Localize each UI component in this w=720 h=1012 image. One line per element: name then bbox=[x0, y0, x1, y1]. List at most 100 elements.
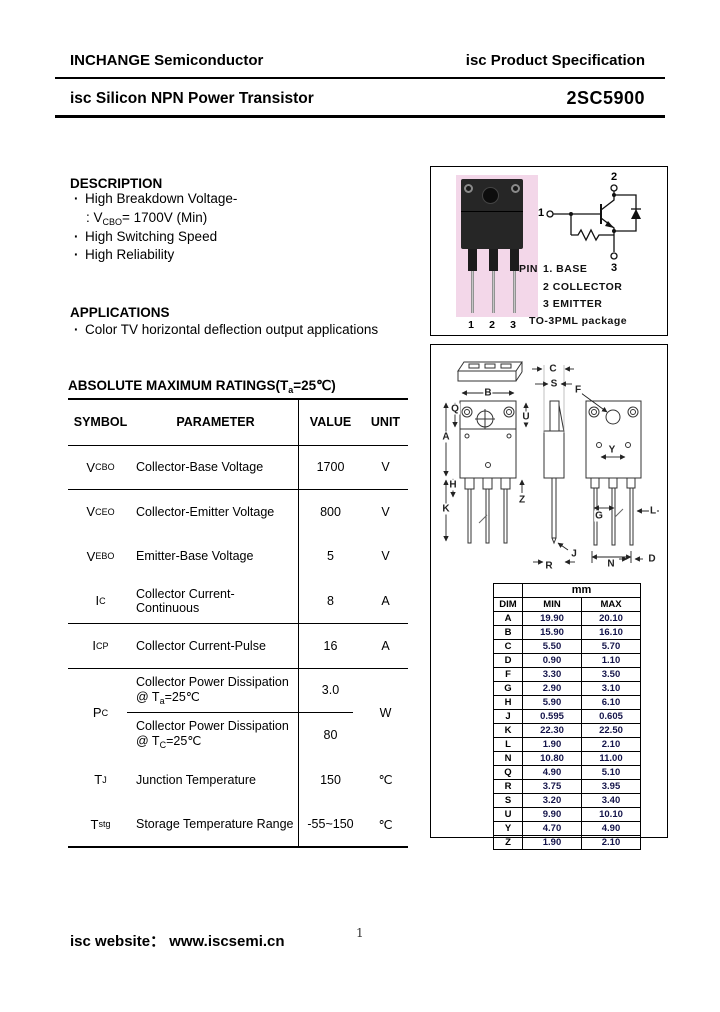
dim-max-value: 11.00 bbox=[581, 751, 641, 766]
rating-value: -55~150 bbox=[307, 817, 354, 831]
dim-row: N 10.80 11.00 bbox=[493, 751, 641, 766]
dim-min-value: 2.90 bbox=[522, 681, 582, 696]
lead-stub bbox=[489, 249, 498, 271]
page-number: 1 bbox=[356, 926, 364, 940]
dim-row: Y 4.70 4.90 bbox=[493, 821, 641, 836]
rating-parameter: Junction Temperature bbox=[136, 772, 256, 787]
dim-max-value: 5.70 bbox=[581, 639, 641, 654]
dim-max-value: 3.40 bbox=[581, 793, 641, 808]
dim-min-value: 3.20 bbox=[522, 793, 582, 808]
dim-col-header: DIM bbox=[493, 597, 523, 612]
applications-heading: APPLICATIONS bbox=[70, 305, 170, 320]
dim-min-value: 4.70 bbox=[522, 821, 582, 836]
lead-wire bbox=[471, 271, 474, 313]
rating-unit: W bbox=[379, 705, 392, 720]
dim-label-Q: Q bbox=[450, 403, 460, 415]
table-line bbox=[68, 445, 408, 446]
dimension-table: mm DIM MIN MAX A 19.90 20.10 bbox=[493, 583, 641, 850]
parameter-line1: Collector Power Dissipation bbox=[136, 719, 289, 733]
dim-min-value: 19.90 bbox=[522, 611, 582, 626]
dim-row: U 9.90 10.10 bbox=[493, 807, 641, 822]
dim-label-G: G bbox=[594, 510, 604, 522]
pin-legend-label: PIN bbox=[519, 263, 539, 275]
description-item: : VCBO= 1700V (Min) bbox=[86, 210, 207, 227]
dim-min-value: 1.90 bbox=[522, 835, 582, 850]
rating-value: 5 bbox=[327, 549, 334, 563]
dim-letter: K bbox=[493, 723, 523, 738]
dim-max-value: 6.10 bbox=[581, 695, 641, 710]
pin1-description: 1. BASE bbox=[543, 263, 588, 275]
dim-label-K: K bbox=[441, 503, 451, 515]
bullet-icon: · bbox=[74, 247, 79, 262]
dim-row: A 19.90 20.10 bbox=[493, 611, 641, 626]
dim-unit-header: mm bbox=[522, 583, 641, 598]
header-divider bbox=[55, 77, 665, 79]
dim-min-value: 0.595 bbox=[522, 709, 582, 724]
lead-stub bbox=[468, 249, 477, 271]
pin3-description: 3 EMITTER bbox=[543, 298, 603, 310]
symbol-base: I bbox=[95, 593, 100, 608]
dim-unit-row: mm bbox=[493, 583, 641, 598]
dim-min-value: 22.30 bbox=[522, 723, 582, 738]
dim-max-value: 20.10 bbox=[581, 611, 641, 626]
dim-min-value: 5.90 bbox=[522, 695, 582, 710]
table-line-partial bbox=[127, 712, 353, 713]
photo-pin-number: 2 bbox=[489, 319, 495, 331]
description-text: = 1700V (Min) bbox=[122, 210, 208, 225]
dim-min-value: 1.90 bbox=[522, 737, 582, 752]
dim-max-value: 1.10 bbox=[581, 653, 641, 668]
rating-unit: ℃ bbox=[378, 773, 393, 787]
rating-parameter: Collector-Emitter Voltage bbox=[136, 504, 275, 519]
website-footer: isc website： www.iscsemi.cn bbox=[70, 930, 285, 951]
dim-row: H 5.90 6.10 bbox=[493, 695, 641, 710]
circuit-base-label: 1 bbox=[537, 207, 545, 219]
screw-hole-icon bbox=[511, 184, 520, 193]
dim-max-value: 16.10 bbox=[581, 625, 641, 640]
lead-wire bbox=[513, 271, 516, 313]
dim-letter: H bbox=[493, 695, 523, 710]
dim-letter: F bbox=[493, 667, 523, 682]
dim-max-value: 0.605 bbox=[581, 709, 641, 724]
rating-parameter: Collector Power Dissipation @ TC=25℃ bbox=[133, 712, 298, 757]
dim-min-value: 3.30 bbox=[522, 667, 582, 682]
dim-row: D 0.90 1.10 bbox=[493, 653, 641, 668]
dim-letter: Z bbox=[493, 835, 523, 850]
dim-letter: A bbox=[493, 611, 523, 626]
dim-max-value: 2.10 bbox=[581, 835, 641, 850]
dim-label-A: A bbox=[441, 431, 451, 443]
description-item: ·High Switching Speed bbox=[74, 229, 217, 244]
description-item: ·High Breakdown Voltage- bbox=[74, 191, 237, 206]
dim-max-value: 2.10 bbox=[581, 737, 641, 752]
col-header-unit: UNIT bbox=[370, 414, 401, 429]
product-spec-label: isc Product Specification bbox=[466, 52, 645, 69]
dim-max-value: 3.95 bbox=[581, 779, 641, 794]
page-title: isc Silicon NPN Power Transistor bbox=[70, 90, 314, 108]
body-seam bbox=[461, 211, 523, 212]
symbol-base: T bbox=[90, 816, 99, 832]
dim-max-value: 22.50 bbox=[581, 723, 641, 738]
rating-parameter: Collector Current-Pulse bbox=[136, 638, 266, 653]
dim-letter: L bbox=[493, 737, 523, 752]
col-header-symbol: SYMBOL bbox=[73, 414, 128, 429]
dim-header-row: DIM MIN MAX bbox=[493, 597, 641, 612]
rating-unit: A bbox=[381, 638, 390, 653]
ratings-heading-text: =25℃) bbox=[293, 378, 336, 393]
rating-parameter: Collector-Base Voltage bbox=[136, 460, 264, 474]
circuit-collector-label: 2 bbox=[610, 171, 618, 183]
dim-max-value: 10.10 bbox=[581, 807, 641, 822]
rating-unit: V bbox=[381, 549, 390, 563]
subscript: CBO bbox=[102, 217, 123, 227]
isc-brand: isc bbox=[70, 933, 91, 950]
rating-unit: V bbox=[381, 460, 390, 474]
max-col-header: MAX bbox=[581, 597, 641, 612]
dim-letter: Q bbox=[493, 765, 523, 780]
dim-max-value: 4.90 bbox=[581, 821, 641, 836]
symbol-base: I bbox=[92, 638, 97, 653]
dim-min-value: 9.90 bbox=[522, 807, 582, 822]
dim-min-value: 10.80 bbox=[522, 751, 582, 766]
description-text: : V bbox=[86, 210, 103, 225]
table-border bbox=[68, 846, 408, 848]
